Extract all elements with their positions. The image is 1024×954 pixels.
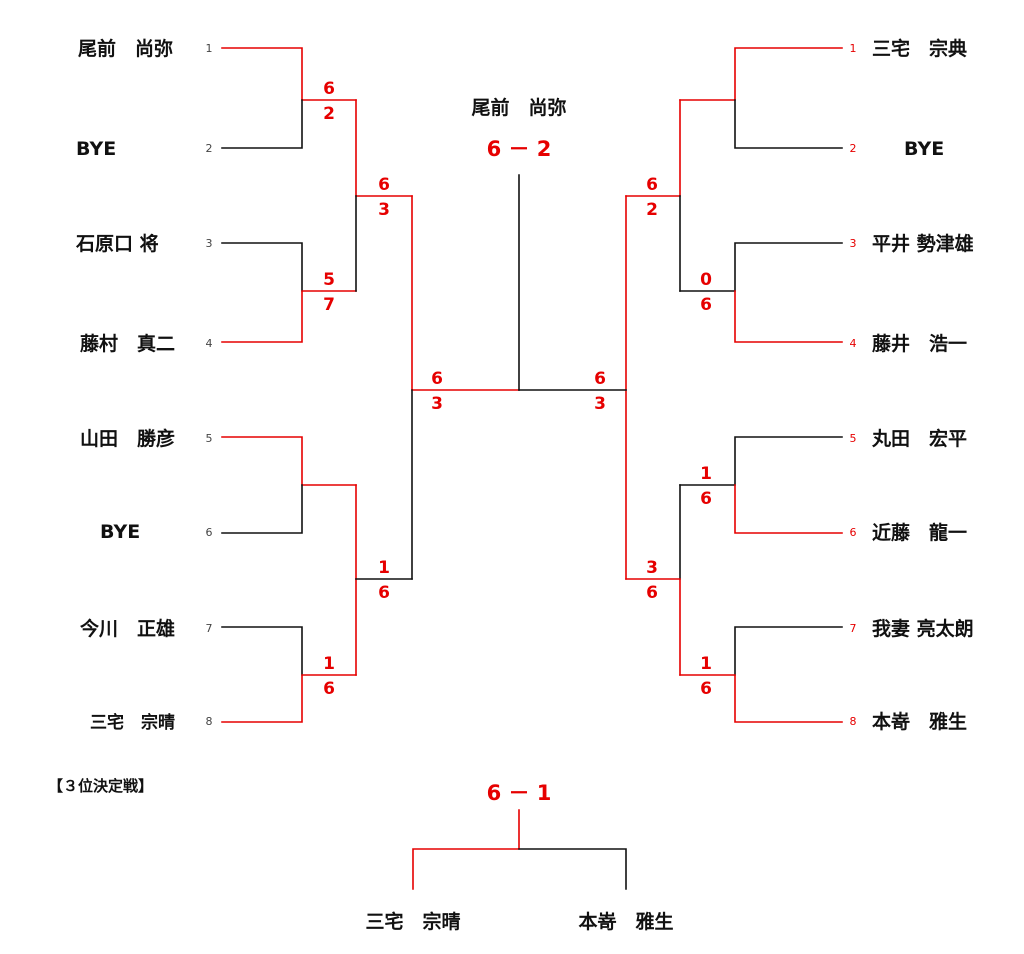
bracket-line bbox=[734, 626, 843, 676]
bracket-line bbox=[221, 626, 303, 676]
left-scores: 6 2 5 7 1 6 6 3 1 6 6 3 bbox=[323, 79, 443, 699]
score-bottom: 3 bbox=[594, 394, 606, 414]
left-player-seed: 8 bbox=[206, 715, 213, 728]
left-player-seed: 1 bbox=[206, 42, 213, 55]
right-player-name: 我妻 亮太朗 bbox=[872, 617, 974, 640]
score-bottom: 3 bbox=[378, 200, 390, 220]
left-player-name: 山田 勝彦 bbox=[80, 427, 175, 450]
right-player-name: BYE bbox=[904, 138, 944, 160]
score-top: 1 bbox=[378, 558, 390, 578]
right-bracket-lines bbox=[518, 47, 843, 723]
left-player-name: BYE bbox=[76, 138, 116, 160]
left-player-name: 三宅 宗晴 bbox=[90, 712, 175, 733]
left-player-name: 尾前 尚弥 bbox=[78, 37, 173, 60]
right-players: 1 三宅 宗典 2 BYE 3 平井 勢津雄 4 藤井 浩一 5 丸田 宏平 6… bbox=[850, 37, 974, 733]
final-score: 6 － 2 bbox=[487, 137, 552, 161]
left-players: 尾前 尚弥 1 BYE 2 石原口 将 3 藤村 真二 4 山田 勝彦 5 BY… bbox=[75, 37, 213, 733]
bracket-line-winner bbox=[221, 290, 357, 343]
right-player-seed: 6 bbox=[850, 526, 857, 539]
bracket-line-winner bbox=[411, 195, 520, 391]
score-winner: 6 bbox=[323, 79, 335, 99]
score-top: 1 bbox=[700, 464, 712, 484]
left-player-seed: 4 bbox=[206, 337, 213, 350]
left-player-name: 今川 正雄 bbox=[79, 617, 175, 640]
score-loser: 2 bbox=[323, 104, 335, 124]
bracket-line bbox=[221, 484, 303, 534]
bracket-line-winner bbox=[679, 47, 843, 101]
left-player-seed: 2 bbox=[206, 142, 213, 155]
bracket-line-winner bbox=[734, 484, 843, 534]
score-bottom: 6 bbox=[700, 295, 712, 315]
left-player-name: 藤村 真二 bbox=[80, 332, 175, 355]
score-bottom: 2 bbox=[646, 200, 658, 220]
score-top: 0 bbox=[700, 270, 712, 290]
right-player-name: 藤井 浩一 bbox=[872, 332, 967, 355]
right-player-seed: 5 bbox=[850, 432, 857, 445]
score-top: 5 bbox=[323, 270, 335, 290]
score-bottom: 6 bbox=[700, 679, 712, 699]
right-player-name: 本嵜 雅生 bbox=[872, 710, 967, 733]
third-place-match: 【３位決定戦】 6 － 1 三宅 宗晴 本嵜 雅生 bbox=[48, 777, 674, 933]
third-place-left-name: 三宅 宗晴 bbox=[365, 910, 460, 933]
score-bottom: 7 bbox=[323, 295, 335, 315]
right-player-seed: 7 bbox=[850, 622, 857, 635]
score-top: 6 bbox=[431, 369, 443, 389]
left-player-name: BYE bbox=[100, 521, 140, 543]
bracket-line-winner bbox=[221, 674, 357, 723]
left-bracket-lines bbox=[221, 47, 520, 723]
bracket-line bbox=[679, 242, 843, 292]
left-player-seed: 5 bbox=[206, 432, 213, 445]
left-player-seed: 3 bbox=[206, 237, 213, 250]
right-player-name: 平井 勢津雄 bbox=[872, 232, 974, 255]
score-top: 6 bbox=[594, 369, 606, 389]
score-top: 6 bbox=[646, 175, 658, 195]
score-bottom: 6 bbox=[646, 583, 658, 603]
right-player-seed: 3 bbox=[850, 237, 857, 250]
score-top: 3 bbox=[646, 558, 658, 578]
bracket-line-winner bbox=[412, 809, 520, 890]
third-place-title: 【３位決定戦】 bbox=[48, 777, 153, 795]
bracket-line-winner bbox=[221, 436, 357, 486]
score-top: 1 bbox=[700, 654, 712, 674]
bracket-line-winner bbox=[625, 578, 681, 676]
right-player-name: 近藤 龍一 bbox=[872, 521, 967, 544]
bracket-line bbox=[734, 99, 843, 149]
third-place-right-name: 本嵜 雅生 bbox=[578, 910, 673, 933]
right-player-seed: 2 bbox=[850, 142, 857, 155]
score-top: 6 bbox=[378, 175, 390, 195]
bracket-line bbox=[518, 848, 627, 890]
right-scores: 0 6 1 6 1 6 6 2 3 6 6 3 bbox=[594, 175, 712, 699]
left-player-seed: 6 bbox=[206, 526, 213, 539]
right-player-seed: 4 bbox=[850, 337, 857, 350]
right-player-name: 丸田 宏平 bbox=[871, 427, 967, 450]
champion-name: 尾前 尚弥 bbox=[471, 96, 566, 119]
bracket-line-winner bbox=[734, 290, 843, 343]
score-bottom: 6 bbox=[700, 489, 712, 509]
left-player-name: 石原口 将 bbox=[75, 232, 159, 255]
right-player-name: 三宅 宗典 bbox=[872, 37, 967, 60]
score-bottom: 6 bbox=[323, 679, 335, 699]
score-bottom: 6 bbox=[378, 583, 390, 603]
right-player-seed: 1 bbox=[850, 42, 857, 55]
bracket-line bbox=[679, 436, 843, 486]
bracket-line bbox=[221, 99, 303, 149]
third-place-score: 6 － 1 bbox=[487, 781, 552, 805]
right-player-seed: 8 bbox=[850, 715, 857, 728]
left-player-seed: 7 bbox=[206, 622, 213, 635]
score-top: 1 bbox=[323, 654, 335, 674]
bracket-line-winner bbox=[679, 674, 843, 723]
bracket-line bbox=[221, 242, 303, 292]
score-bottom: 3 bbox=[431, 394, 443, 414]
bracket-line-winner bbox=[221, 47, 357, 101]
